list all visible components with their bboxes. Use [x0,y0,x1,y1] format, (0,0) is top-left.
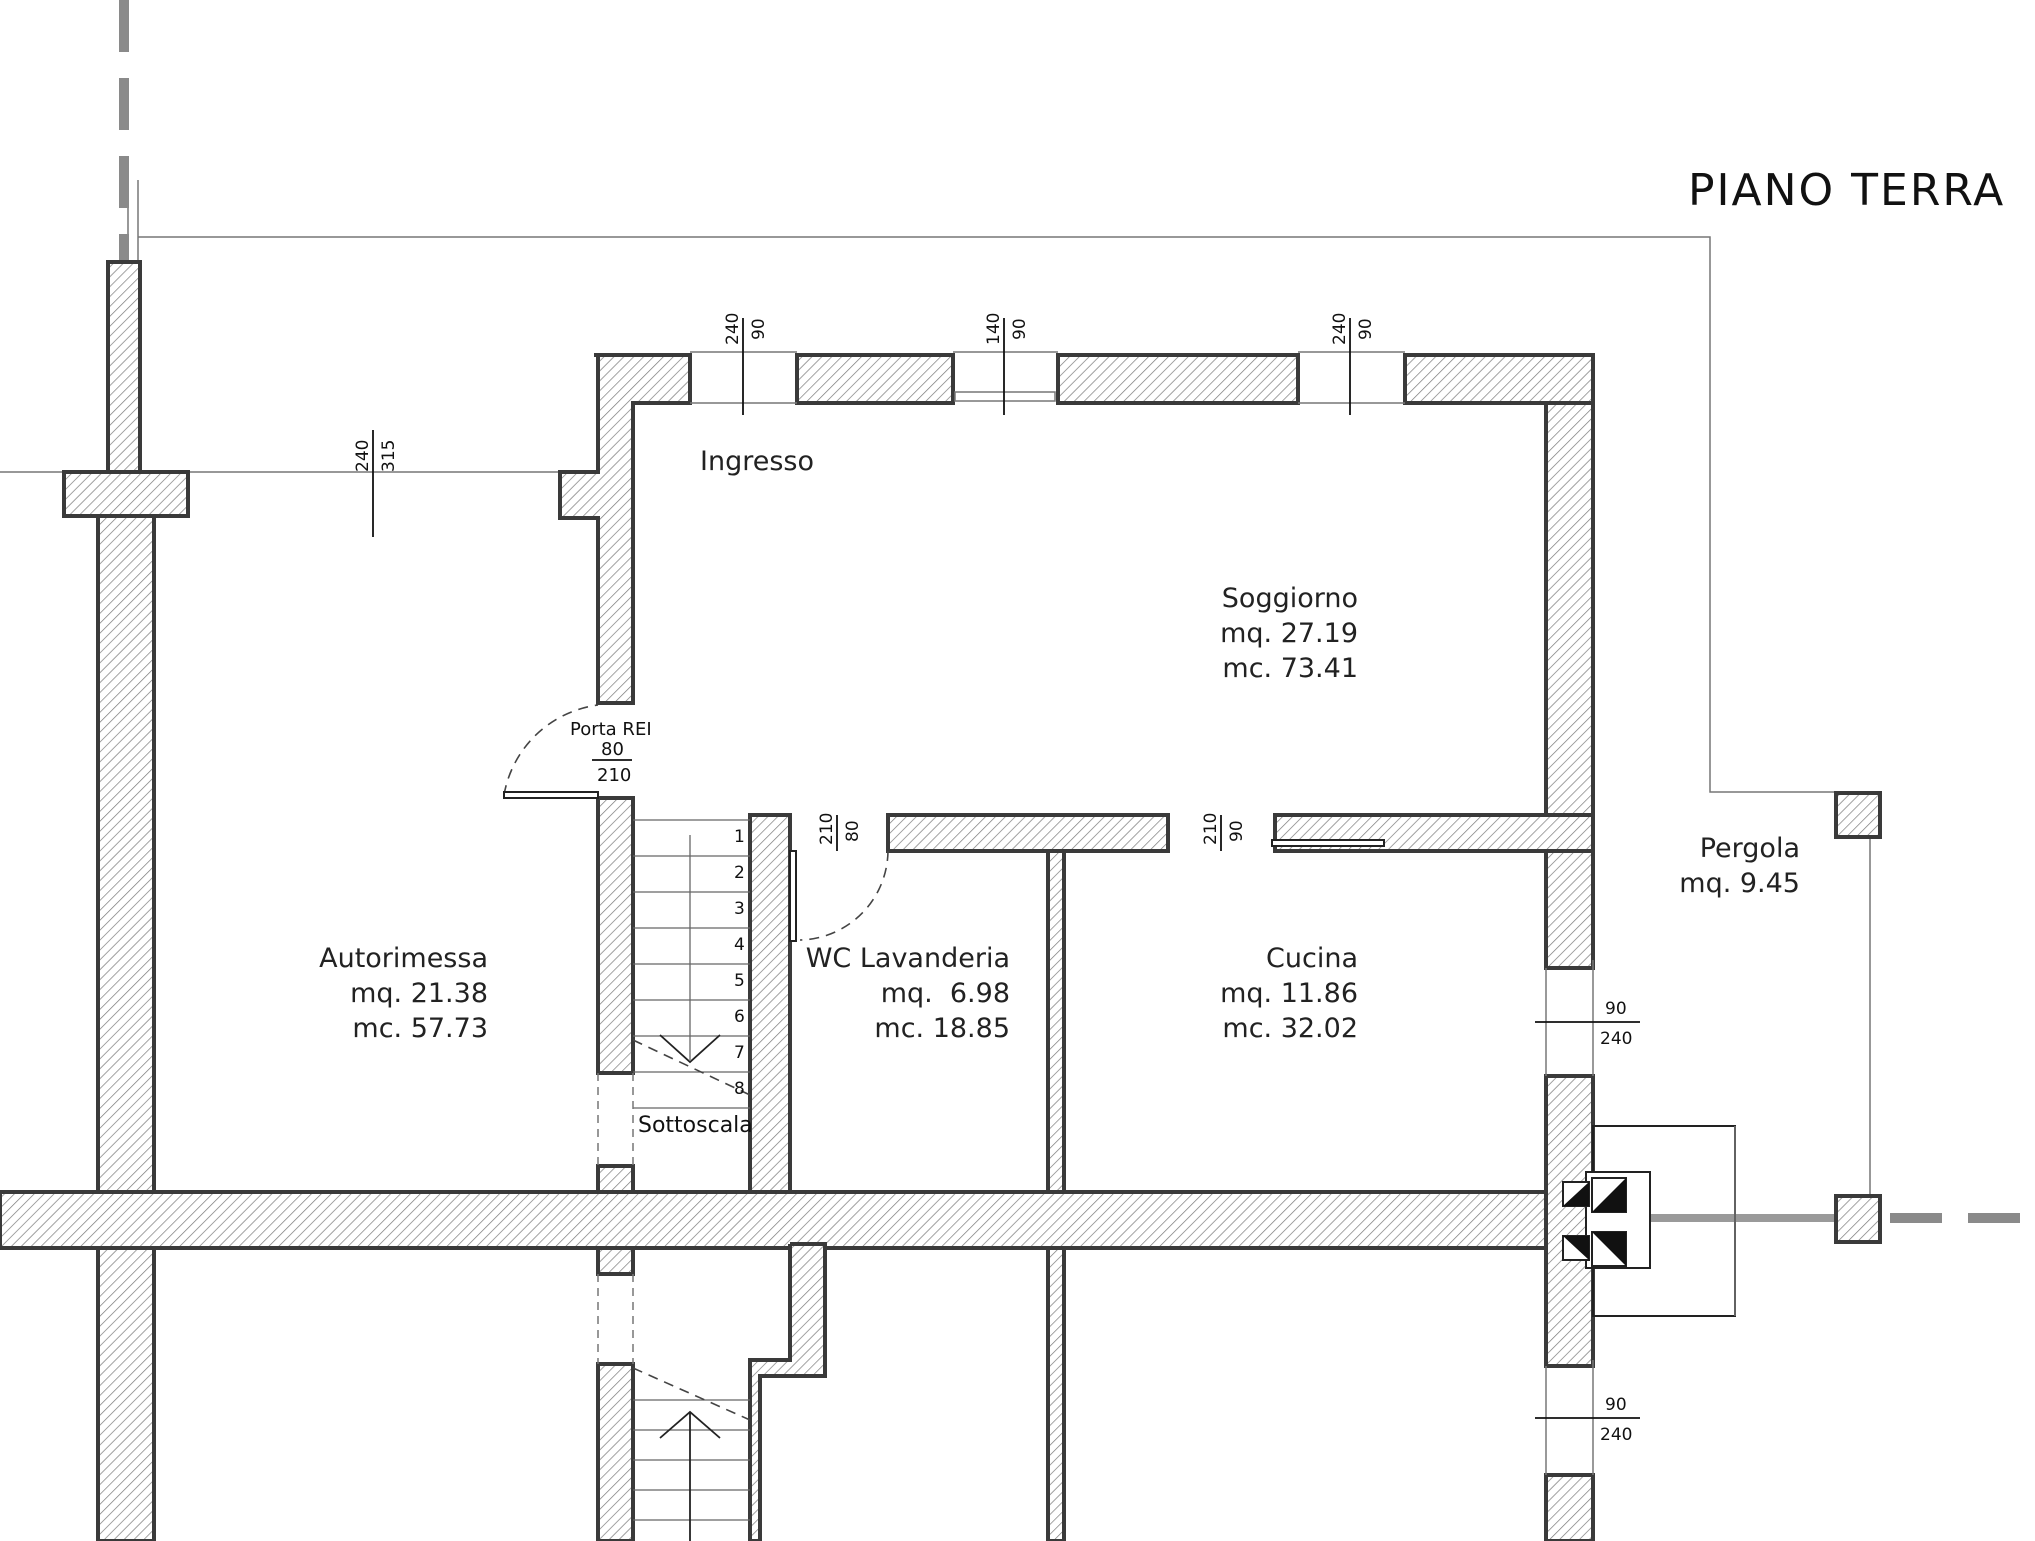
room-area-wc-lavanderia: mq. 6.98 [881,978,1010,1009]
opening-height: 315 [379,440,399,472]
step-number: 5 [734,971,745,991]
door-swings [503,704,1385,942]
opening-height: 90 [749,318,769,340]
walls [0,260,1882,1541]
plan-title: PIANO TERRA [1688,165,2005,216]
room-volume-soggiorno: mc. 73.41 [1222,653,1358,684]
step-number: 8 [734,1079,745,1099]
door-label: Porta REI [570,719,652,740]
opening-width: 240 [723,313,743,345]
opening-height: 90 [1356,318,1376,340]
step-number: 1 [734,827,745,847]
room-area-autorimessa: mq. 21.38 [350,978,488,1009]
opening-width: 90 [1605,999,1627,1019]
room-area-cucina: mq. 11.86 [1220,978,1358,1009]
opening-height: 240 [1600,1029,1632,1049]
room-labels: Ingresso Soggiorno mq. 27.19 mc. 73.41 A… [319,446,1800,1138]
step-number: 7 [734,1043,745,1063]
step-number: 3 [734,899,745,919]
room-name-cucina: Cucina [1266,943,1358,974]
room-area-pergola: mq. 9.45 [1679,868,1800,899]
room-name-soggiorno: Soggiorno [1222,583,1358,614]
room-name-ingresso: Ingresso [700,446,814,477]
room-name-wc-lavanderia: WC Lavanderia [806,943,1010,974]
room-name-pergola: Pergola [1700,833,1800,864]
room-area-soggiorno: mq. 27.19 [1220,618,1358,649]
opening-dimensions: 240 90 140 90 240 90 240 315 Porta REI 8… [353,313,1640,1475]
opening-height: 240 [1600,1425,1632,1445]
room-volume-wc-lavanderia: mc. 18.85 [874,1013,1010,1044]
step-number: 2 [734,863,745,883]
opening-width: 140 [984,313,1004,345]
room-volume-cucina: mc. 32.02 [1222,1013,1358,1044]
opening-height: 210 [597,765,631,786]
opening-width: 80 [601,739,624,760]
opening-width: 210 [1201,813,1221,845]
opening-height: 90 [1227,820,1247,842]
opening-height: 90 [1010,318,1030,340]
room-name-autorimessa: Autorimessa [319,943,488,974]
opening-width: 240 [1330,313,1350,345]
room-name-sottoscala: Sottoscala [638,1113,753,1138]
opening-width: 90 [1605,1395,1627,1415]
opening-height: 80 [843,820,863,842]
room-volume-autorimessa: mc. 57.73 [352,1013,488,1044]
flue-assembly [1562,1125,1736,1317]
step-number: 4 [734,935,745,955]
opening-width: 240 [353,440,373,472]
step-number: 6 [734,1007,745,1027]
opening-width: 210 [817,813,837,845]
stair: 1 2 3 4 5 6 7 8 [597,819,751,1541]
